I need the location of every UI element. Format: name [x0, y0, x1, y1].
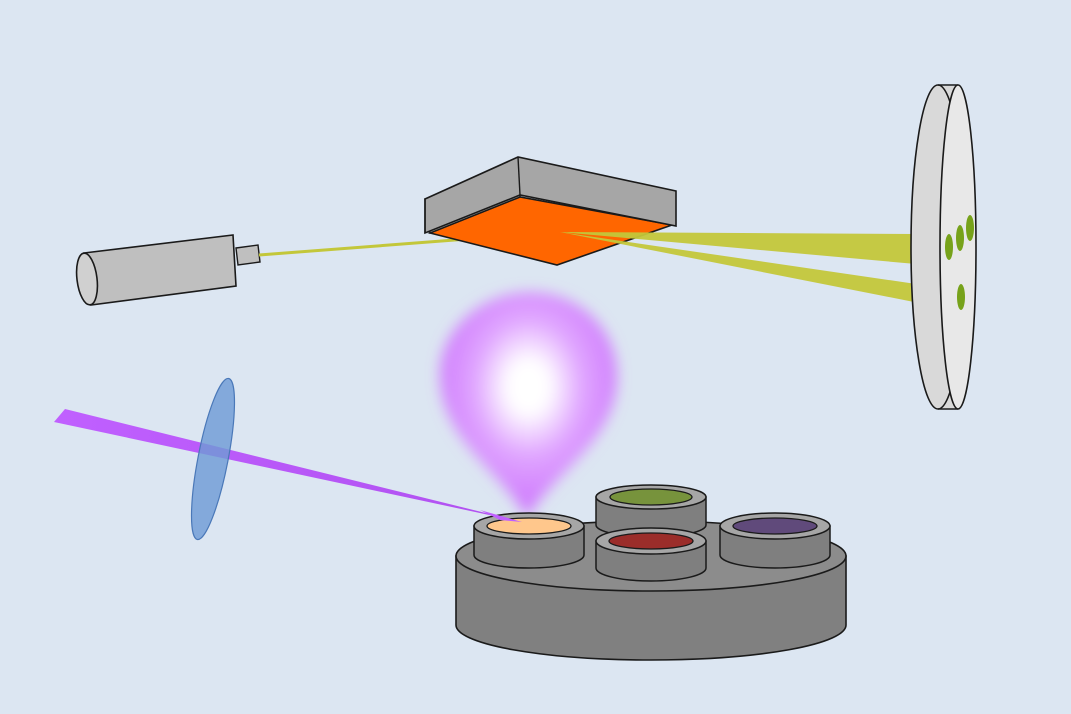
target-carousel-icon: [455, 484, 847, 661]
target-red: [595, 527, 707, 582]
substrate-crystal-icon: [424, 156, 677, 266]
diffracted-beams: [560, 232, 916, 302]
laser-spot: [480, 510, 522, 522]
electron-gun-icon: [75, 234, 261, 306]
focusing-lens-icon: [190, 377, 236, 541]
plasma-plume-icon: [439, 292, 618, 518]
target-peach: [473, 512, 585, 569]
laser-beam-icon: [54, 409, 522, 522]
rheed-screen-icon: [910, 84, 977, 410]
target-purple: [719, 512, 831, 569]
target-green: [595, 484, 707, 538]
diffraction-spots: [945, 215, 974, 310]
